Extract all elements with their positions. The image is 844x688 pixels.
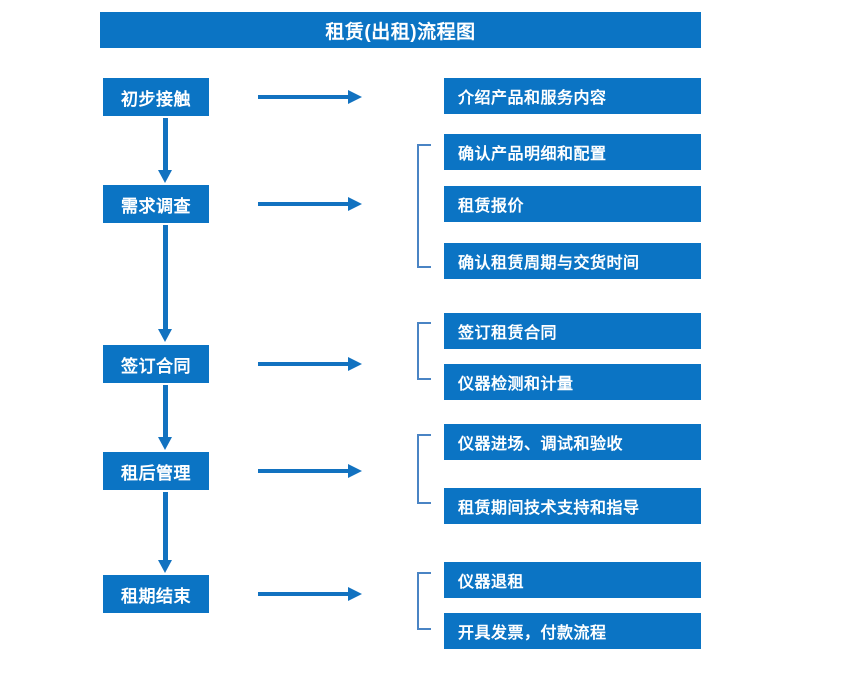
group-bracket-4: [417, 434, 431, 504]
detail-box-4[interactable]: 确认租赁周期与交货时间: [444, 243, 701, 279]
group-bracket-3: [417, 322, 431, 380]
vertical-arrow-3-to-4: [158, 385, 172, 453]
horizontal-arrow-5: [258, 587, 362, 601]
detail-box-5[interactable]: 签订租赁合同: [444, 313, 701, 349]
group-bracket-5: [417, 572, 431, 630]
vertical-arrow-4-to-5: [158, 492, 172, 576]
detail-box-10[interactable]: 开具发票，付款流程: [444, 613, 701, 649]
group-bracket-2: [417, 144, 431, 268]
horizontal-arrow-2: [258, 197, 362, 211]
horizontal-arrow-3: [258, 357, 362, 371]
chart-title: 租赁(出租)流程图: [100, 12, 701, 48]
detail-box-9[interactable]: 仪器退租: [444, 562, 701, 598]
stage-box-2[interactable]: 需求调查: [103, 185, 209, 223]
vertical-arrow-2-to-3: [158, 225, 172, 345]
horizontal-arrow-1: [258, 90, 362, 104]
stage-box-1[interactable]: 初步接触: [103, 78, 209, 116]
vertical-arrow-1-to-2: [158, 118, 172, 186]
detail-box-3[interactable]: 租赁报价: [444, 186, 701, 222]
detail-box-8[interactable]: 租赁期间技术支持和指导: [444, 488, 701, 524]
horizontal-arrow-4: [258, 464, 362, 478]
detail-box-1[interactable]: 介绍产品和服务内容: [444, 78, 701, 114]
detail-box-2[interactable]: 确认产品明细和配置: [444, 134, 701, 170]
detail-box-7[interactable]: 仪器进场、调试和验收: [444, 424, 701, 460]
stage-box-3[interactable]: 签订合同: [103, 345, 209, 383]
stage-box-4[interactable]: 租后管理: [103, 452, 209, 490]
detail-box-6[interactable]: 仪器检测和计量: [444, 364, 701, 400]
stage-box-5[interactable]: 租期结束: [103, 575, 209, 613]
